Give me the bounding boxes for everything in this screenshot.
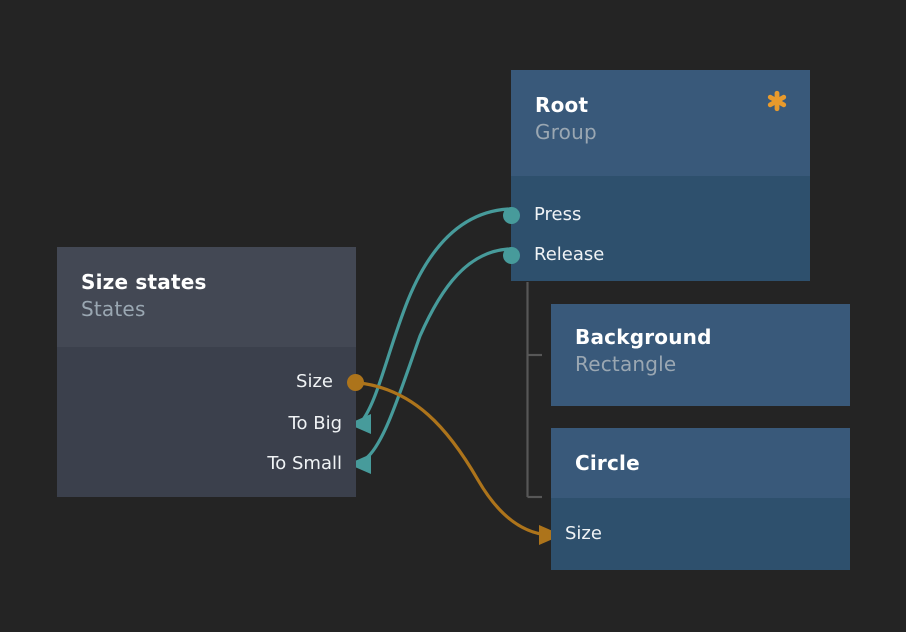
arrowhead-to-big[interactable]	[348, 414, 371, 434]
port-root-press-label: Press	[534, 204, 582, 225]
port-root-press[interactable]: Press	[503, 204, 582, 226]
arrowhead-to-small[interactable]	[348, 454, 371, 474]
port-root-release[interactable]: Release	[503, 244, 605, 266]
node-size-states-title: Size states	[81, 270, 207, 294]
node-background-header[interactable]: Background Rectangle	[551, 304, 850, 406]
port-circle-size[interactable]: Size	[551, 523, 602, 545]
hierarchy-bracket	[526, 282, 542, 499]
asterisk-icon[interactable]	[766, 90, 788, 112]
port-dot-teal-icon[interactable]	[503, 206, 520, 224]
port-size-states-to-small[interactable]: To Small	[267, 453, 356, 475]
port-size-states-to-small-label: To Small	[267, 453, 342, 474]
arrowhead-circle-size[interactable]	[539, 525, 562, 545]
node-root-header[interactable]: Root Group	[511, 70, 810, 176]
node-size-states-body[interactable]: Size To Big To Small	[57, 347, 364, 497]
node-root-subtitle: Group	[535, 120, 597, 144]
node-circle-body[interactable]: Size	[551, 498, 850, 570]
edge-press-to-big[interactable]	[360, 207, 510, 423]
node-root-title: Root	[535, 93, 589, 117]
node-background-subtitle: Rectangle	[575, 352, 677, 376]
node-root[interactable]: Root Group Press Release	[503, 70, 810, 281]
port-root-release-label: Release	[534, 244, 605, 265]
port-size-states-size[interactable]: Size	[296, 371, 364, 393]
port-dot-orange-icon[interactable]	[347, 373, 364, 391]
edge-release-to-small[interactable]	[360, 247, 510, 463]
node-circle[interactable]: Circle Size	[551, 428, 850, 570]
node-root-body[interactable]: Press Release	[503, 176, 810, 281]
node-size-states[interactable]: Size states States Size To Big To Small	[57, 247, 364, 497]
node-background[interactable]: Background Rectangle	[551, 304, 850, 406]
port-size-states-size-label: Size	[296, 371, 333, 392]
node-circle-title: Circle	[575, 451, 640, 475]
port-size-states-to-big-label: To Big	[288, 413, 342, 434]
port-dot-teal-icon[interactable]	[503, 246, 520, 264]
node-circle-header[interactable]: Circle	[551, 428, 850, 498]
node-size-states-header[interactable]: Size states States	[57, 247, 356, 347]
edge-size-to-circle-size[interactable]	[358, 381, 550, 537]
port-size-states-to-big[interactable]: To Big	[289, 413, 356, 435]
node-background-title: Background	[575, 325, 712, 349]
port-circle-size-label: Size	[565, 523, 602, 544]
node-size-states-subtitle: States	[81, 297, 146, 321]
